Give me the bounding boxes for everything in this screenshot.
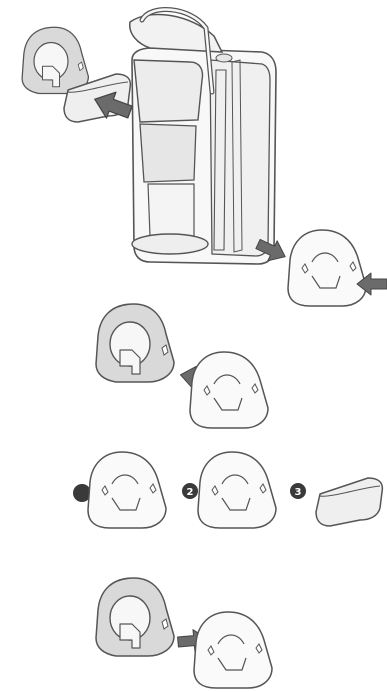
svg-text:3: 3 <box>295 487 302 498</box>
pod-holder-icon <box>96 578 174 656</box>
pod-holder-icon <box>22 27 88 93</box>
pod-holder-housing-icon <box>88 452 166 528</box>
pod-holder-icon <box>96 304 174 382</box>
pod-holder-housing-icon <box>198 452 276 528</box>
coffee-maker-icon <box>130 10 276 264</box>
svg-text:2: 2 <box>187 487 194 498</box>
pod-holder-housing-icon <box>194 612 272 688</box>
step-badge-icon: 2 <box>182 483 198 499</box>
pod-holder-housing-icon <box>288 230 366 306</box>
lid-piece-icon <box>316 478 382 526</box>
pod-holder-housing-icon <box>190 352 268 428</box>
step-badge-icon: 3 <box>290 483 306 499</box>
